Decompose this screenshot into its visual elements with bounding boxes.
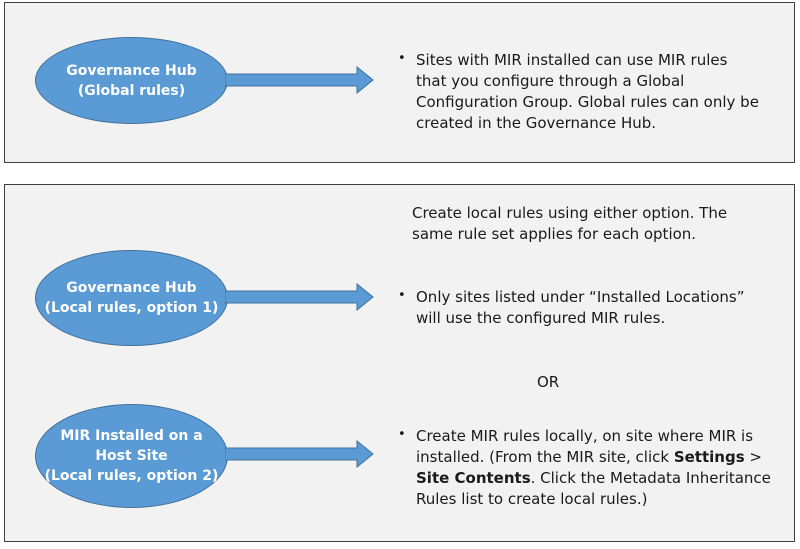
mir-host-site-ellipse: MIR Installed on a Host Site (Local rule…	[35, 404, 228, 508]
site-contents-term: Site Contents	[416, 469, 531, 487]
settings-term: Settings	[673, 448, 745, 466]
right-arrow-icon	[225, 66, 374, 94]
option2-description: Create MIR rules locally, on site where …	[416, 426, 776, 510]
ellipse-label-line1: Governance Hub	[66, 62, 197, 79]
ellipse-label-line1: MIR Installed on a	[60, 428, 203, 444]
ellipse-label-line3: (Local rules, option 2)	[44, 468, 219, 484]
right-arrow-icon	[225, 440, 374, 468]
governance-hub-global-ellipse: Governance Hub (Global rules)	[35, 37, 228, 124]
ellipse-label-line2: Host Site	[95, 448, 168, 464]
bullet: •	[398, 288, 406, 303]
or-separator: OR	[537, 373, 560, 391]
local-rules-intro: Create local rules using either option. …	[412, 204, 728, 243]
ellipse-label-line2: (Global rules)	[77, 82, 186, 99]
ellipse-label-line1: Governance Hub	[66, 280, 197, 296]
global-rules-description: Sites with MIR installed can use MIR rul…	[416, 51, 759, 132]
option1-description: Only sites listed under “Installed Locat…	[416, 288, 745, 327]
governance-hub-local-ellipse: Governance Hub (Local rules, option 1)	[35, 250, 228, 346]
option2-text-b: >	[744, 448, 762, 466]
right-arrow-icon	[225, 283, 374, 311]
option2-text-a: Create MIR rules locally, on site where …	[416, 427, 754, 466]
option2-text-c: . Click the Metadata Inheritance Rules l…	[416, 469, 771, 508]
ellipse-label-line2: (Local rules, option 1)	[44, 300, 219, 316]
bullet: •	[398, 427, 406, 442]
bullet: •	[398, 51, 406, 66]
